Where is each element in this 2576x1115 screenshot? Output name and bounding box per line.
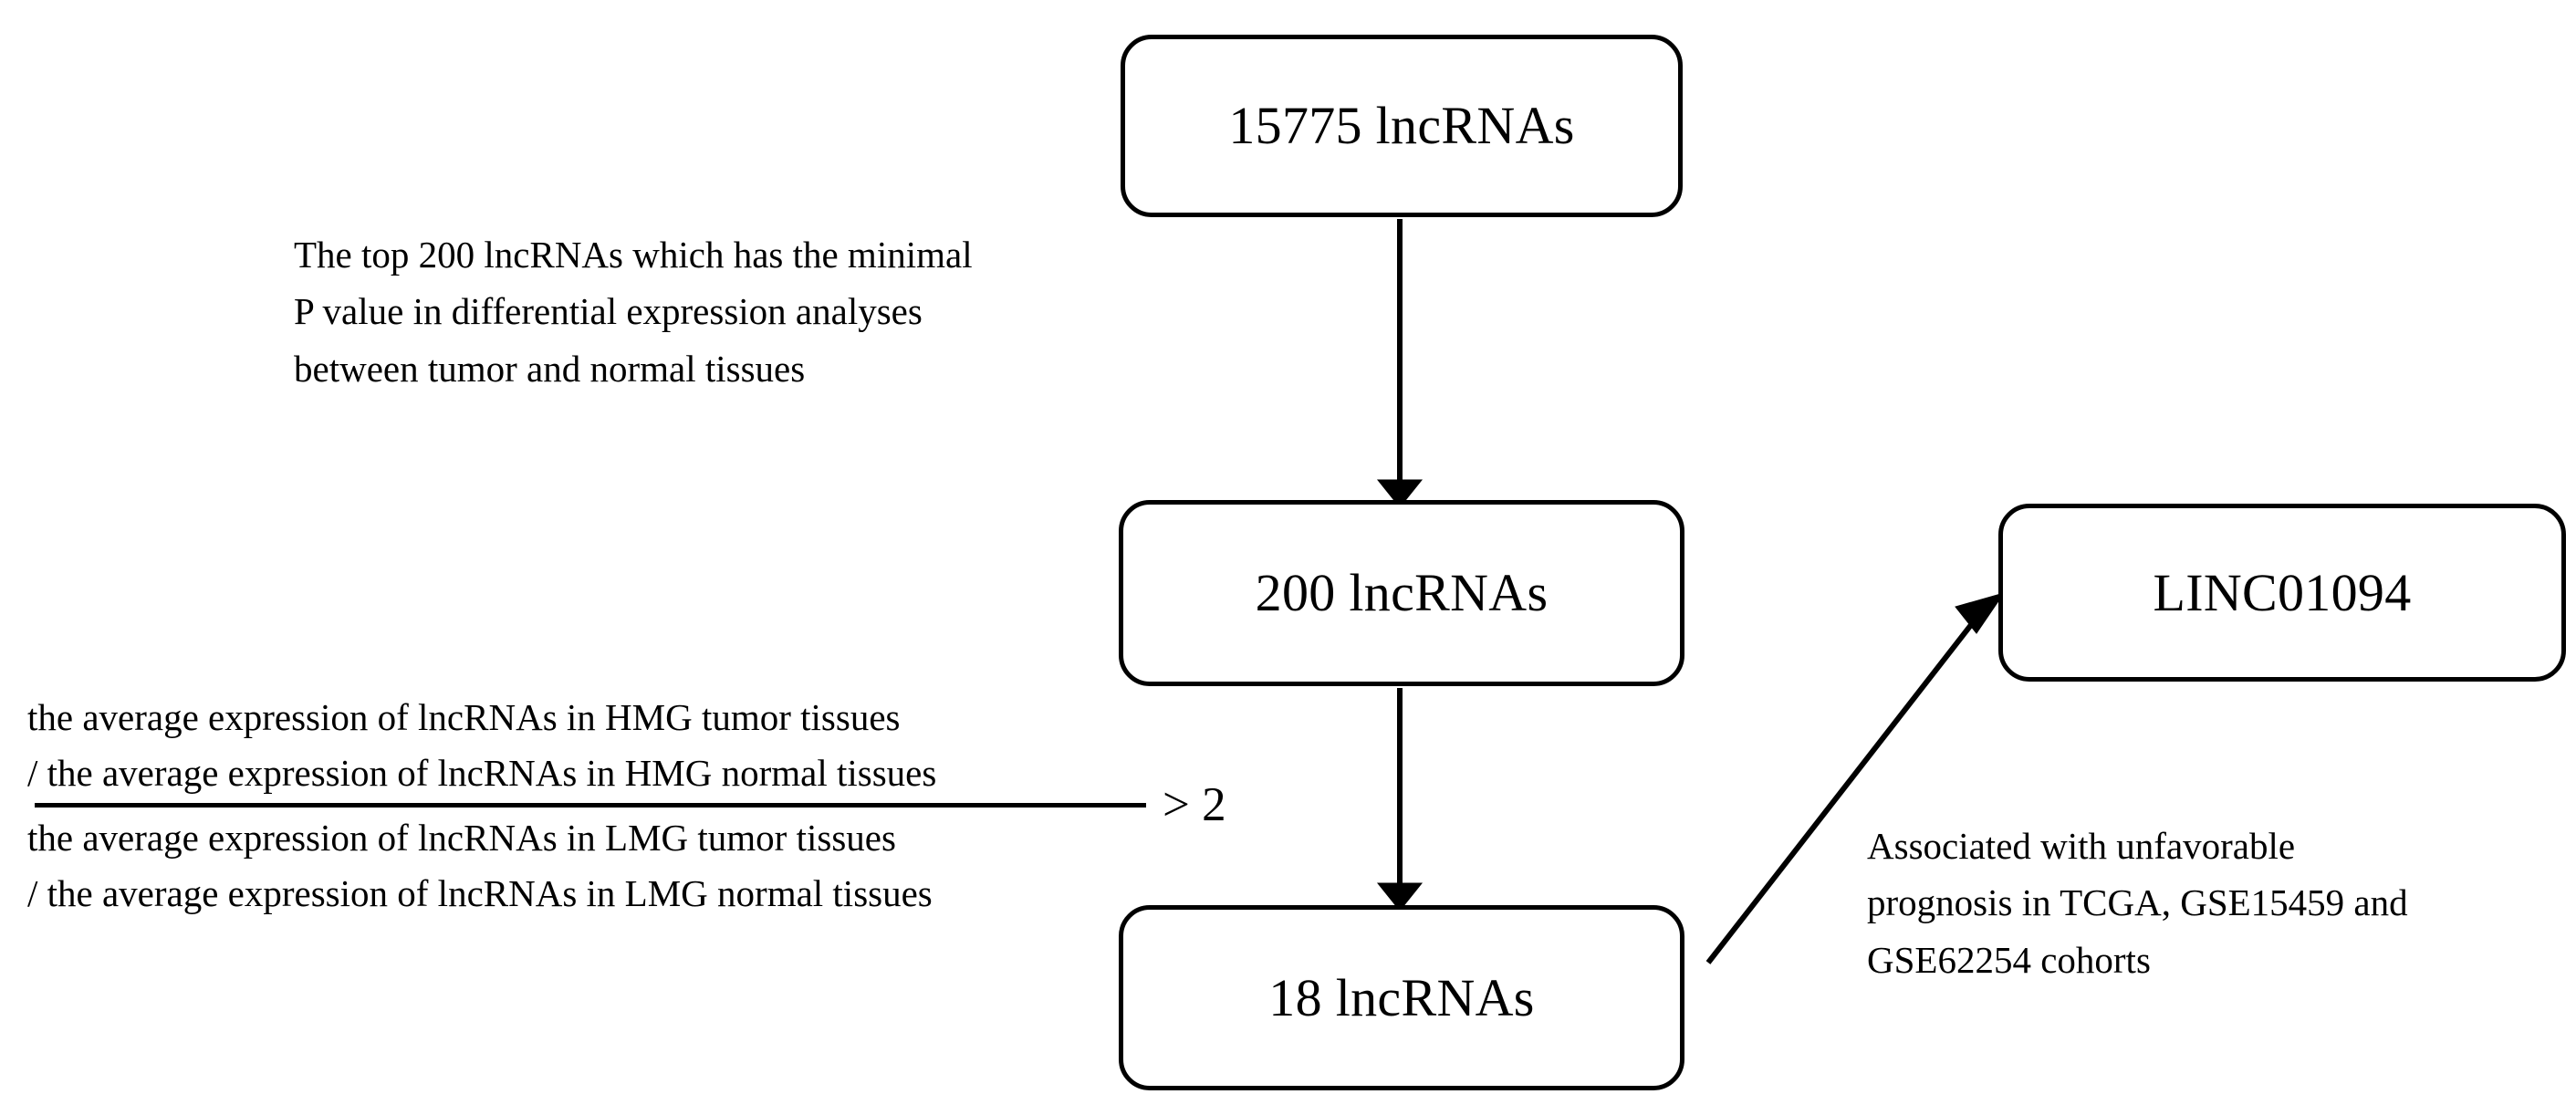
criterion-numerator: the average expression of lncRNAs in HMG… [27, 696, 937, 794]
selection-criterion: the average expression of lncRNAs in HMG… [7, 690, 1226, 922]
edge-top-to-middle [1376, 219, 1424, 508]
annotation-top-filter: The top 200 lncRNAs which has the minima… [294, 234, 973, 390]
node-200-lncrnas[interactable]: 200 lncRNAs [1119, 500, 1684, 686]
node-bottom-label: 18 lncRNAs [1268, 967, 1535, 1027]
node-top-label: 15775 lncRNAs [1228, 96, 1575, 156]
criterion-operator: > 2 [1163, 778, 1226, 832]
node-linc01094[interactable]: LINC01094 [1998, 504, 2566, 682]
criterion-fraction: the average expression of lncRNAs in HMG… [7, 690, 1146, 922]
annotation-prognosis: Associated with unfavorable prognosis in… [1867, 825, 2408, 981]
edge-middle-to-bottom [1376, 688, 1424, 912]
criterion-denominator: the average expression of lncRNAs in LMG… [27, 817, 933, 915]
fraction-bar [35, 803, 1146, 808]
node-18-lncrnas[interactable]: 18 lncRNAs [1119, 905, 1684, 1090]
node-middle-label: 200 lncRNAs [1255, 563, 1549, 623]
node-15775-lncrnas[interactable]: 15775 lncRNAs [1121, 35, 1683, 217]
node-linc-label: LINC01094 [2153, 562, 2412, 622]
